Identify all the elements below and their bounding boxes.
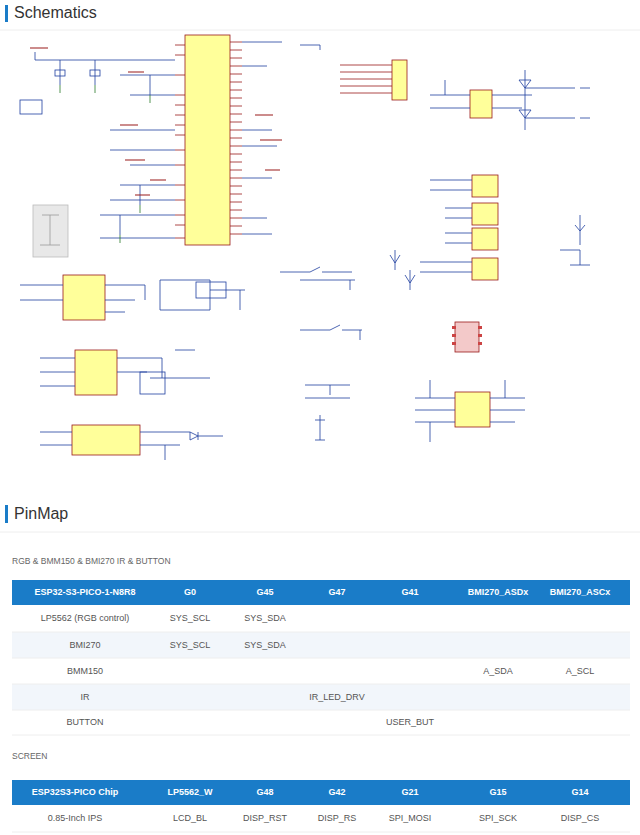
heading-bar [5,5,8,22]
table-cell: SYS_SCL [170,613,211,623]
table-cell: USER_BUT [386,717,434,727]
table-cell: BUTTON [67,717,104,727]
table-header-cell: G0 [184,587,196,597]
table-header-cell: G47 [328,587,345,597]
table-header-cell: ESP32-S3-PICO-1-N8R8 [34,587,135,597]
table-cell: BMI270 [69,640,100,650]
table-cell: 0.85-Inch IPS [48,813,103,823]
table-header-cell: G15 [489,787,506,797]
table-header-cell: G14 [571,787,588,797]
table-cell: LP5562 (RGB control) [41,613,130,623]
table-header-cell: G41 [401,587,418,597]
table-cell: LCD_BL [173,813,207,823]
table-header-cell: G45 [256,587,273,597]
table-cell: SYS_SCL [170,640,211,650]
table-header-cell: BMI270_ASCx [550,587,611,597]
table-caption: RGB & BMM150 & BMI270 IR & BUTTON [12,557,171,567]
table-header-cell: G48 [256,787,273,797]
table-header-bar [12,580,630,605]
table-row-shade [12,632,630,658]
table-cell: DISP_RS [318,813,357,823]
divider [0,532,640,533]
table-header-cell: G21 [401,787,418,797]
table-cell: SPI_SCK [479,813,517,823]
table-rule [12,832,630,833]
schematic-drawing [20,35,590,460]
table-cell: A_SDA [483,666,513,676]
table-header-cell: ESP32S3-PICO Chip [32,787,119,797]
table-header-bar [12,780,630,805]
table-cell: SPI_MOSI [389,813,432,823]
table-rule [12,632,630,735]
table-cell: IR [81,692,90,702]
table-header-cell: G42 [328,787,345,797]
section-heading: PinMap [14,505,68,523]
table-cell: DISP_CS [561,813,600,823]
section-heading: Schematics [14,4,97,22]
table-header-cell: BMI270_ASDx [468,587,529,597]
table-row-shade [12,684,630,710]
table-cell: SYS_SDA [244,640,286,650]
table-caption: SCREEN [12,752,47,762]
table-cell: IR_LED_DRV [309,692,364,702]
table-cell: SYS_SDA [244,613,286,623]
table-cell: DISP_RST [243,813,287,823]
table-cell: BMM150 [67,666,103,676]
table-cell: A_SCL [566,666,595,676]
divider [0,30,640,31]
heading-bar [5,505,8,523]
table-header-cell: LP5562_W [167,787,212,797]
